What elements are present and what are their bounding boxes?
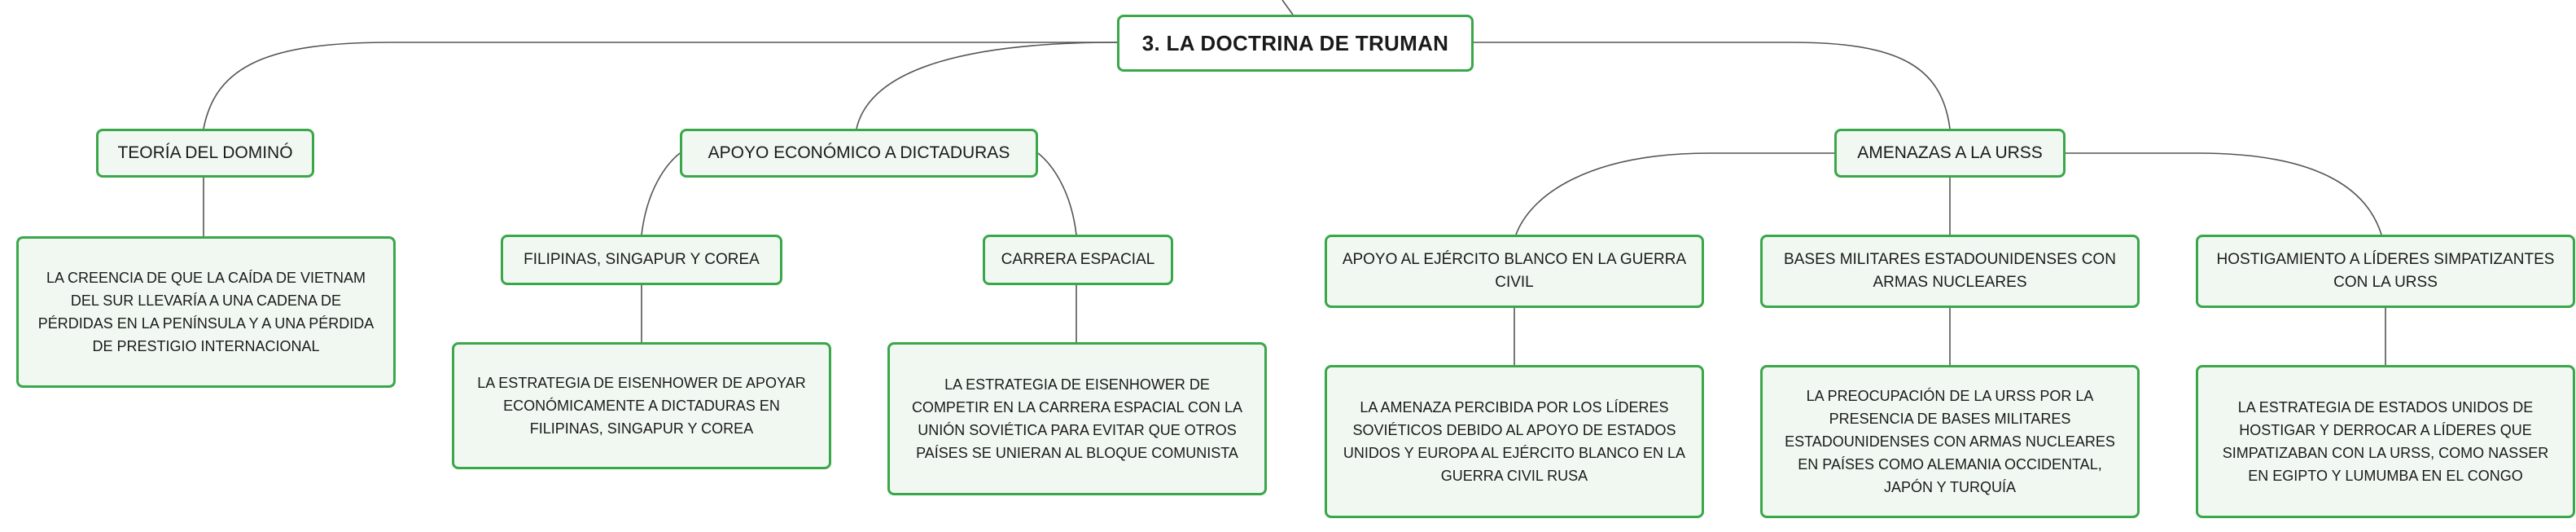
desc-bases-militares[interactable]: LA PREOCUPACIÓN DE LA URSS POR LA PRESEN… — [1760, 365, 2140, 518]
root-label: 3. LA DOCTRINA DE TRUMAN — [1141, 30, 1449, 55]
sub-apoyo-ejercito-blanco[interactable]: APOYO AL EJÉRCITO BLANCO EN LA GUERRA CI… — [1325, 235, 1704, 308]
desc-teoria-domino[interactable]: LA CREENCIA DE QUE LA CAÍDA DE VIETNAM D… — [16, 236, 396, 388]
root-node[interactable]: 3. LA DOCTRINA DE TRUMAN — [1117, 15, 1474, 72]
desc-text: LA CREENCIA DE QUE LA CAÍDA DE VIETNAM D… — [37, 270, 375, 354]
edge-apoyo-filipinas — [641, 152, 681, 235]
topic-teoria-domino[interactable]: TEORÍA DEL DOMINÓ — [96, 129, 314, 178]
sub-filipinas-singapur-corea[interactable]: FILIPINAS, SINGAPUR Y COREA — [501, 235, 782, 285]
sub-hostigamiento-lideres[interactable]: HOSTIGAMIENTO A LÍDERES SIMPATIZANTES CO… — [2196, 235, 2575, 308]
desc-text: LA ESTRATEGIA DE ESTADOS UNIDOS DE HOSTI… — [2222, 399, 2549, 484]
topic-amenazas-urss[interactable]: AMENAZAS A LA URSS — [1834, 129, 2066, 178]
sub-label: FILIPINAS, SINGAPUR Y COREA — [524, 251, 760, 268]
sub-carrera-espacial[interactable]: CARRERA ESPACIAL — [983, 235, 1173, 285]
desc-text: LA PREOCUPACIÓN DE LA URSS POR LA PRESEN… — [1785, 388, 2115, 495]
edge-root-amenazas — [1472, 42, 1951, 130]
sub-label: CARRERA ESPACIAL — [1001, 251, 1155, 268]
sub-bases-militares[interactable]: BASES MILITARES ESTADOUNIDENSES CON ARMA… — [1760, 235, 2140, 308]
topic-apoyo-economico[interactable]: APOYO ECONÓMICO A DICTADURAS — [680, 129, 1038, 178]
sub-label: HOSTIGAMIENTO A LÍDERES SIMPATIZANTES CO… — [2216, 251, 2555, 291]
topic-label: TEORÍA DEL DOMINÓ — [117, 143, 293, 162]
desc-text: LA ESTRATEGIA DE EISENHOWER DE APOYAR EC… — [477, 375, 806, 437]
topic-label: AMENAZAS A LA URSS — [1857, 143, 2043, 162]
edge-amenazas-hostigamiento — [2066, 152, 2382, 235]
edge-root-teoria — [203, 42, 1117, 130]
edge-amenazas-ejercito — [1515, 152, 1834, 235]
desc-text: LA AMENAZA PERCIBIDA POR LOS LÍDERES SOV… — [1343, 399, 1686, 484]
desc-filipinas-singapur-corea[interactable]: LA ESTRATEGIA DE EISENHOWER DE APOYAR EC… — [452, 342, 831, 469]
sub-label: APOYO AL EJÉRCITO BLANCO EN LA GUERRA CI… — [1342, 251, 1687, 291]
desc-apoyo-ejercito-blanco[interactable]: LA AMENAZA PERCIBIDA POR LOS LÍDERES SOV… — [1325, 365, 1704, 518]
desc-hostigamiento-lideres[interactable]: LA ESTRATEGIA DE ESTADOS UNIDOS DE HOSTI… — [2196, 365, 2575, 518]
desc-text: LA ESTRATEGIA DE EISENHOWER DE COMPETIR … — [911, 376, 1243, 461]
desc-carrera-espacial[interactable]: LA ESTRATEGIA DE EISENHOWER DE COMPETIR … — [887, 342, 1267, 495]
topic-label: APOYO ECONÓMICO A DICTADURAS — [708, 143, 1010, 162]
edge-root-top — [1281, 0, 1294, 15]
edge-apoyo-carrera — [1037, 152, 1077, 235]
sub-label: BASES MILITARES ESTADOUNIDENSES CON ARMA… — [1784, 251, 2116, 291]
edge-root-apoyo — [856, 42, 1118, 130]
